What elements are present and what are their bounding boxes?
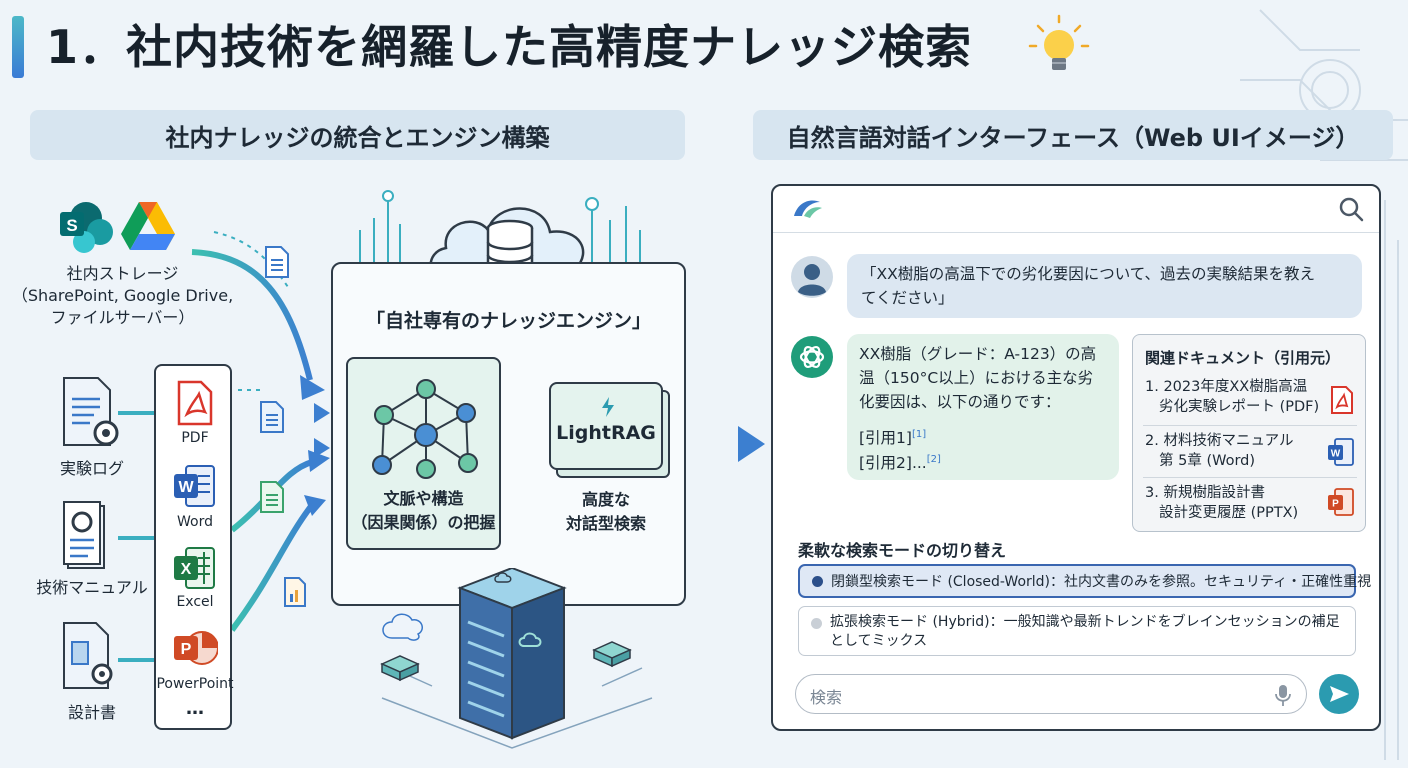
file-type-column: PDF W Word X Excel P PowerPoint …	[154, 364, 234, 730]
source-label-technical-manual: 技術マニュアル	[36, 578, 148, 597]
mode-hybrid-label: 拡張検索モード (Hybrid)：一般知識や最新トレンドをブレインセッションの補…	[830, 613, 1340, 651]
ai-message-line2: 温（150°C以上）における主な劣	[859, 369, 1094, 387]
ref-item-3[interactable]: 3. 新規樹脂設計書 設計変更履歴 (PPTX)	[1145, 483, 1325, 523]
radio-unselected-icon[interactable]	[811, 618, 822, 629]
ref-item-1[interactable]: 1. 2023年度XX樹脂高温 劣化実験レポート (PDF)	[1145, 377, 1325, 417]
svg-text:P: P	[1332, 499, 1339, 510]
app-logo-icon	[794, 200, 822, 218]
citation-2-text: [引用2]...	[859, 454, 927, 473]
storage-label: 社内ストレージ （SharePoint, Google Drive, ファイルサ…	[10, 263, 235, 329]
svg-text:S: S	[66, 216, 77, 235]
mode-option-hybrid[interactable]: 拡張検索モード (Hybrid)：一般知識や最新トレンドをブレインセッションの補…	[798, 606, 1356, 656]
mode-hybrid-label-line2: としてミックス	[830, 633, 928, 649]
context-graph-label: 文脈や構造 （因果関係）の把握	[348, 487, 499, 535]
citation-1[interactable]: [引用1][1]	[859, 424, 1107, 449]
ai-assistant-icon	[791, 336, 833, 378]
ref-item-2[interactable]: 2. 材料技術マニュアル 第 5章 (Word)	[1145, 431, 1325, 471]
document-icon	[265, 246, 289, 278]
search-capability-line2: 対話型検索	[565, 514, 646, 533]
ref-3-line2: 設計変更履歴 (PPTX)	[1159, 505, 1299, 521]
page-title: 1．社内技術を網羅した高精度ナレッジ検索	[46, 20, 973, 74]
ai-message-line3: 化要因は、以下の通りです：	[859, 393, 1061, 411]
chat-header-divider	[773, 232, 1379, 233]
citation-2[interactable]: [引用2]...[2]	[859, 449, 1107, 474]
citation-list: [引用1][1] [引用2]...[2]	[859, 424, 1107, 474]
google-drive-icon	[121, 202, 175, 250]
left-section-header: 社内ナレッジの統合とエンジン構築	[30, 110, 685, 160]
file-label-more: …	[186, 698, 204, 719]
search-icon[interactable]	[1338, 196, 1364, 222]
title-accent-bar	[12, 16, 24, 78]
citation-1-text: [引用1]	[859, 429, 912, 448]
user-message-bubble: 「XX樹脂の高温下での劣化要因について、過去の実験結果を教え てください」	[847, 254, 1362, 318]
citation-2-sup[interactable]: [2]	[926, 454, 941, 466]
design-document-icon	[63, 622, 113, 689]
lightbulb-icon	[1028, 14, 1090, 70]
ref-1-line1: 1. 2023年度XX樹脂高温	[1145, 379, 1308, 395]
word-icon: W	[1328, 438, 1354, 466]
powerpoint-icon: P	[1328, 488, 1354, 516]
ai-message-line1: XX樹脂（グレード：A-123）の高	[859, 345, 1097, 363]
ref-2-line2: 第 5章 (Word)	[1159, 453, 1256, 469]
lightrag-label: LightRAG	[556, 422, 656, 444]
svg-text:W: W	[1331, 449, 1341, 460]
knowledge-graph-icon	[372, 379, 478, 479]
ref-divider	[1143, 477, 1357, 478]
file-label-powerpoint: PowerPoint	[156, 676, 234, 692]
context-graph-label-line2: （因果関係）の把握	[351, 513, 496, 532]
server-icon	[380, 568, 653, 749]
send-button[interactable]	[1319, 674, 1359, 714]
svg-text:X: X	[181, 561, 192, 578]
experiment-log-icon	[63, 377, 119, 446]
svg-text:P: P	[181, 641, 192, 658]
search-mode-title: 柔軟な検索モードの切り替え	[798, 541, 1007, 560]
context-graph-box: 文脈や構造 （因果関係）の把握	[346, 357, 501, 550]
pdf-icon	[1331, 386, 1353, 414]
radio-selected-icon[interactable]	[812, 575, 823, 587]
lightning-icon	[602, 397, 614, 417]
search-placeholder: 検索	[810, 688, 843, 707]
document-icon	[260, 481, 284, 513]
document-icon	[260, 401, 284, 433]
search-capability-label: 高度な 対話型検索	[540, 488, 672, 536]
search-capability-line1: 高度な	[581, 490, 630, 509]
lightrag-box: LightRAG	[549, 382, 663, 470]
storage-label-line2: （SharePoint, Google Drive,	[11, 286, 234, 305]
file-label-word: Word	[177, 514, 213, 530]
mode-hybrid-label-line1: 拡張検索モード (Hybrid)：一般知識や最新トレンドをブレインセッションの補…	[830, 614, 1340, 630]
send-icon	[1330, 686, 1349, 702]
ref-divider	[1143, 425, 1357, 426]
source-label-design-document: 設計書	[67, 703, 116, 722]
user-avatar-icon	[791, 256, 833, 298]
related-documents-panel: 関連ドキュメント（引用元） 1. 2023年度XX樹脂高温 劣化実験レポート (…	[1132, 334, 1366, 532]
word-icon: W	[174, 465, 215, 507]
storage-label-line3: ファイルサーバー）	[50, 308, 195, 327]
pdf-icon	[177, 380, 213, 426]
powerpoint-icon: P	[174, 631, 218, 665]
right-section-header: 自然言語対話インターフェース（Web UIイメージ）	[753, 110, 1393, 160]
source-label-experiment-log: 実験ログ	[59, 459, 124, 478]
citation-1-sup[interactable]: [1]	[911, 429, 927, 440]
excel-icon: X	[174, 547, 215, 589]
mode-option-closed-world[interactable]: 閉鎖型検索モード (Closed-World)：社内文書のみを参照。セキュリティ…	[798, 564, 1371, 598]
chart-document-icon	[284, 577, 306, 607]
sharepoint-icon: S	[60, 202, 113, 253]
ai-message-bubble: XX樹脂（グレード：A-123）の高 温（150°C以上）における主な劣 化要因…	[847, 334, 1119, 480]
search-input[interactable]: 検索	[795, 674, 1307, 714]
file-label-pdf: PDF	[181, 430, 209, 446]
file-label-excel: Excel	[176, 594, 214, 610]
related-documents-title: 関連ドキュメント（引用元）	[1145, 349, 1341, 367]
ref-3-line1: 3. 新規樹脂設計書	[1145, 485, 1265, 501]
ref-1-line2: 劣化実験レポート (PDF)	[1159, 399, 1320, 415]
microphone-icon[interactable]	[1274, 683, 1292, 707]
context-graph-label-line1: 文脈や構造	[383, 489, 464, 508]
user-message-line2: てください」	[861, 289, 954, 307]
user-message-line1: 「XX樹脂の高温下での劣化要因について、過去の実験結果を教え	[861, 265, 1315, 283]
technical-manual-icon	[63, 501, 105, 569]
storage-label-line1: 社内ストレージ	[66, 264, 179, 283]
engine-title: 「自社専有のナレッジエンジン」	[365, 310, 651, 332]
svg-text:W: W	[178, 479, 194, 496]
ref-2-line1: 2. 材料技術マニュアル	[1145, 433, 1294, 449]
mode-closed-world-label: 閉鎖型検索モード (Closed-World)：社内文書のみを参照。セキュリティ…	[831, 574, 1372, 590]
